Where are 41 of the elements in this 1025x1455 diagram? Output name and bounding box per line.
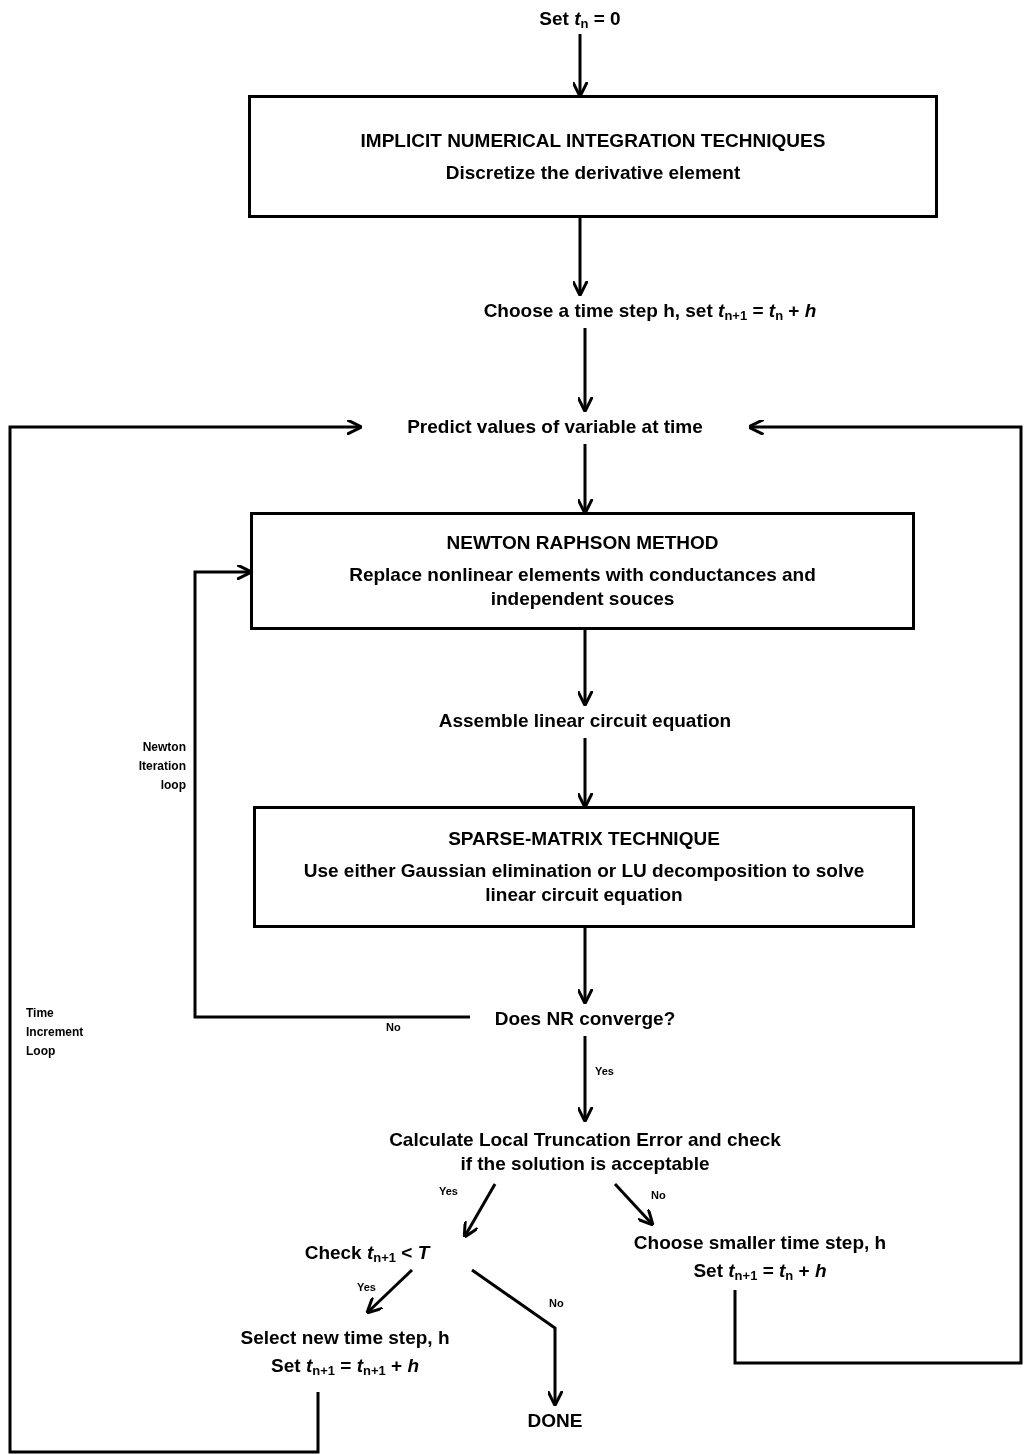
arrow <box>365 1268 414 1315</box>
loop-label: Newton Iteration loop <box>137 739 186 795</box>
edge-label: Yes <box>356 1282 377 1293</box>
edge-label: Yes <box>594 1066 615 1077</box>
box-heading: NEWTON RAPHSON METHOD <box>446 531 719 556</box>
box-text: Replace nonlinear elements with conductances and independent souces <box>348 563 817 611</box>
box-heading: SPARSE-MATRIX TECHNIQUE <box>448 827 720 852</box>
step-text: Set t$_{n+1}$ = t$_{n+1}$ + h <box>271 1354 419 1378</box>
arrow <box>576 328 594 413</box>
box-heading: IMPLICIT NUMERICAL INTEGRATION TECHNIQUES <box>360 128 826 153</box>
arrow <box>733 418 1023 1365</box>
edge-label: No <box>385 1022 402 1033</box>
step-text: Check t$_{n+1}$ < T <box>304 1241 430 1265</box>
step-text: Calculate Local Truncation Error and check if the solution is acceptable <box>388 1128 782 1176</box>
arrow <box>8 418 363 1454</box>
step-text: Predict values of variable at time <box>407 415 703 439</box>
step-text: Choose smaller time step, h <box>633 1231 887 1255</box>
arrow <box>471 1268 564 1407</box>
process-box <box>253 806 915 928</box>
step-text: Select new time step, h <box>240 1326 450 1350</box>
process-box <box>250 512 915 630</box>
edge-label: No <box>548 1298 565 1309</box>
arrow <box>613 1183 655 1227</box>
step-text: Set t$_{n}$ = 0 <box>539 7 621 31</box>
process-box <box>248 95 938 218</box>
edge-label: No <box>650 1190 667 1201</box>
step-text: Choose a time step h, set t$_{n+1}$ = t$_{n}$ + h <box>483 299 817 323</box>
step-text: Assemble linear circuit equation <box>438 709 732 733</box>
arrow <box>576 928 594 1005</box>
arrow <box>576 1036 594 1123</box>
step-text: DONE <box>527 1409 583 1433</box>
arrow <box>462 1183 497 1239</box>
edge-label: Yes <box>438 1186 459 1197</box>
step-text: Set t$_{n+1}$ = t$_{n}$ + h <box>693 1259 827 1283</box>
arrow <box>571 218 589 297</box>
loop-label: Time Increment Loop <box>26 1005 85 1061</box>
arrow <box>193 563 470 1019</box>
box-text: Use either Gaussian elimination or LU decomposition to solve linear circuit equation <box>302 859 866 907</box>
arrow <box>576 630 594 707</box>
box-text: Discretize the derivative element <box>445 160 741 185</box>
step-text: Does NR converge? <box>494 1007 676 1031</box>
